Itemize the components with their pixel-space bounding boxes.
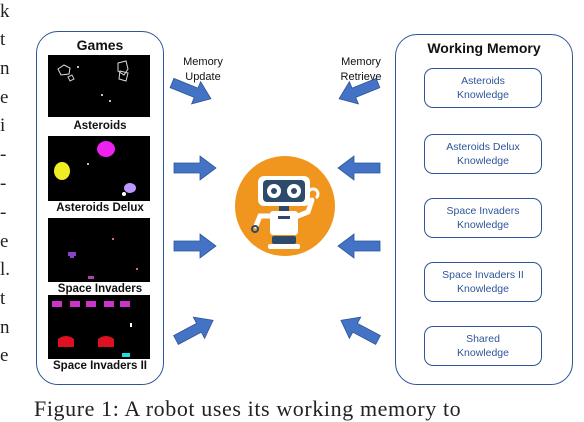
cropped-letter: e <box>0 87 9 108</box>
asteroids-knowledge-label: Asteroids Knowledge <box>457 74 509 101</box>
space-invaders-screenshot <box>48 218 150 282</box>
cropped-letter: n <box>0 58 10 79</box>
asteroids-delux-knowledge-label: Asteroids Delux Knowledge <box>446 140 520 167</box>
shared-knowledge-box: Shared Knowledge <box>424 326 542 366</box>
cropped-letter: - <box>0 173 7 194</box>
cropped-letter: t <box>0 288 6 309</box>
cropped-letter: - <box>0 202 7 223</box>
memory-update-text: Memory Update <box>183 56 223 83</box>
space-invaders-ii-knowledge-box: Space Invaders II Knowledge <box>424 262 542 302</box>
game-label-space-invaders-ii: Space Invaders II <box>53 360 147 372</box>
games-panel-title: Games <box>76 37 124 53</box>
robot-icon <box>235 156 335 256</box>
game-input-arrow-invaders <box>173 233 217 259</box>
cropped-letter: n <box>0 317 10 338</box>
cropped-letter: t <box>0 29 6 50</box>
cropped-letter: k <box>0 1 10 22</box>
memory-retrieve-arrow <box>334 71 383 111</box>
knowledge-arrow-shared <box>334 309 385 351</box>
cropped-text-column: k t n e i - - - e l. t n e <box>0 0 14 420</box>
memory-retrieve-text: Memory Retrieve <box>340 56 382 83</box>
asteroids-screenshot <box>48 55 150 117</box>
asteroids-knowledge-box: Asteroids Knowledge <box>424 68 542 108</box>
cropped-letter: i <box>0 115 6 136</box>
space-invaders-ii-screenshot <box>48 295 150 359</box>
memory-update-label: Memory Update <box>172 55 234 85</box>
shared-knowledge-label: Shared Knowledge <box>457 332 509 359</box>
game-input-arrow-invaders-ii <box>169 309 220 351</box>
cropped-letter: - <box>0 144 7 165</box>
asteroids-delux-screenshot <box>48 136 150 201</box>
space-invaders-ii-knowledge-label: Space Invaders II Knowledge <box>442 268 524 295</box>
game-label-asteroids-delux: Asteroids Delux <box>56 202 144 214</box>
game-label-space-invaders: Space Invaders <box>57 283 143 295</box>
knowledge-arrow-invaders <box>337 233 381 259</box>
memory-update-arrow <box>167 71 216 111</box>
cropped-letter: e <box>0 345 9 366</box>
game-label-asteroids: Asteroids <box>73 120 127 132</box>
space-invaders-knowledge-box: Space Invaders Knowledge <box>424 198 542 238</box>
working-memory-title: Working Memory <box>427 40 541 56</box>
cropped-letter: e <box>0 231 9 252</box>
game-input-arrow-delux <box>173 155 217 181</box>
knowledge-arrow-delux <box>337 155 381 181</box>
asteroids-delux-knowledge-box: Asteroids Delux Knowledge <box>424 134 542 174</box>
cropped-letter: l. <box>0 259 11 280</box>
memory-retrieve-label: Memory Retrieve <box>330 55 392 85</box>
space-invaders-knowledge-label: Space Invaders Knowledge <box>446 204 520 231</box>
figure-caption: Figure 1: A robot uses its working memor… <box>34 396 462 421</box>
